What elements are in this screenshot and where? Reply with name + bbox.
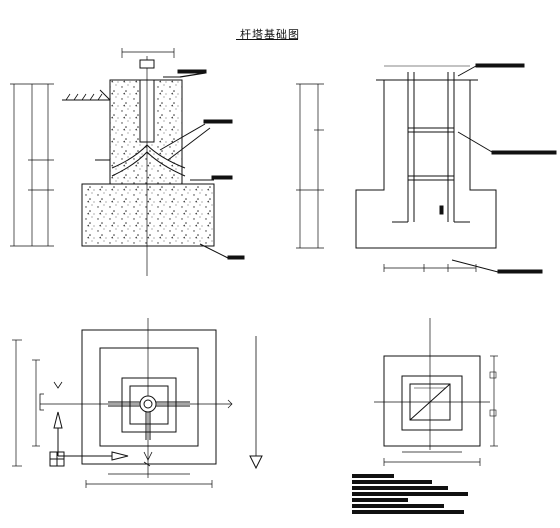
drawing-title: 杆塔基础图 — [240, 29, 300, 41]
plan-view-left — [12, 318, 263, 488]
plan-view-right — [374, 318, 498, 466]
section-view-right — [296, 63, 557, 274]
notes-block — [352, 474, 468, 514]
title-underline — [236, 39, 298, 40]
section-view-left — [10, 48, 245, 276]
